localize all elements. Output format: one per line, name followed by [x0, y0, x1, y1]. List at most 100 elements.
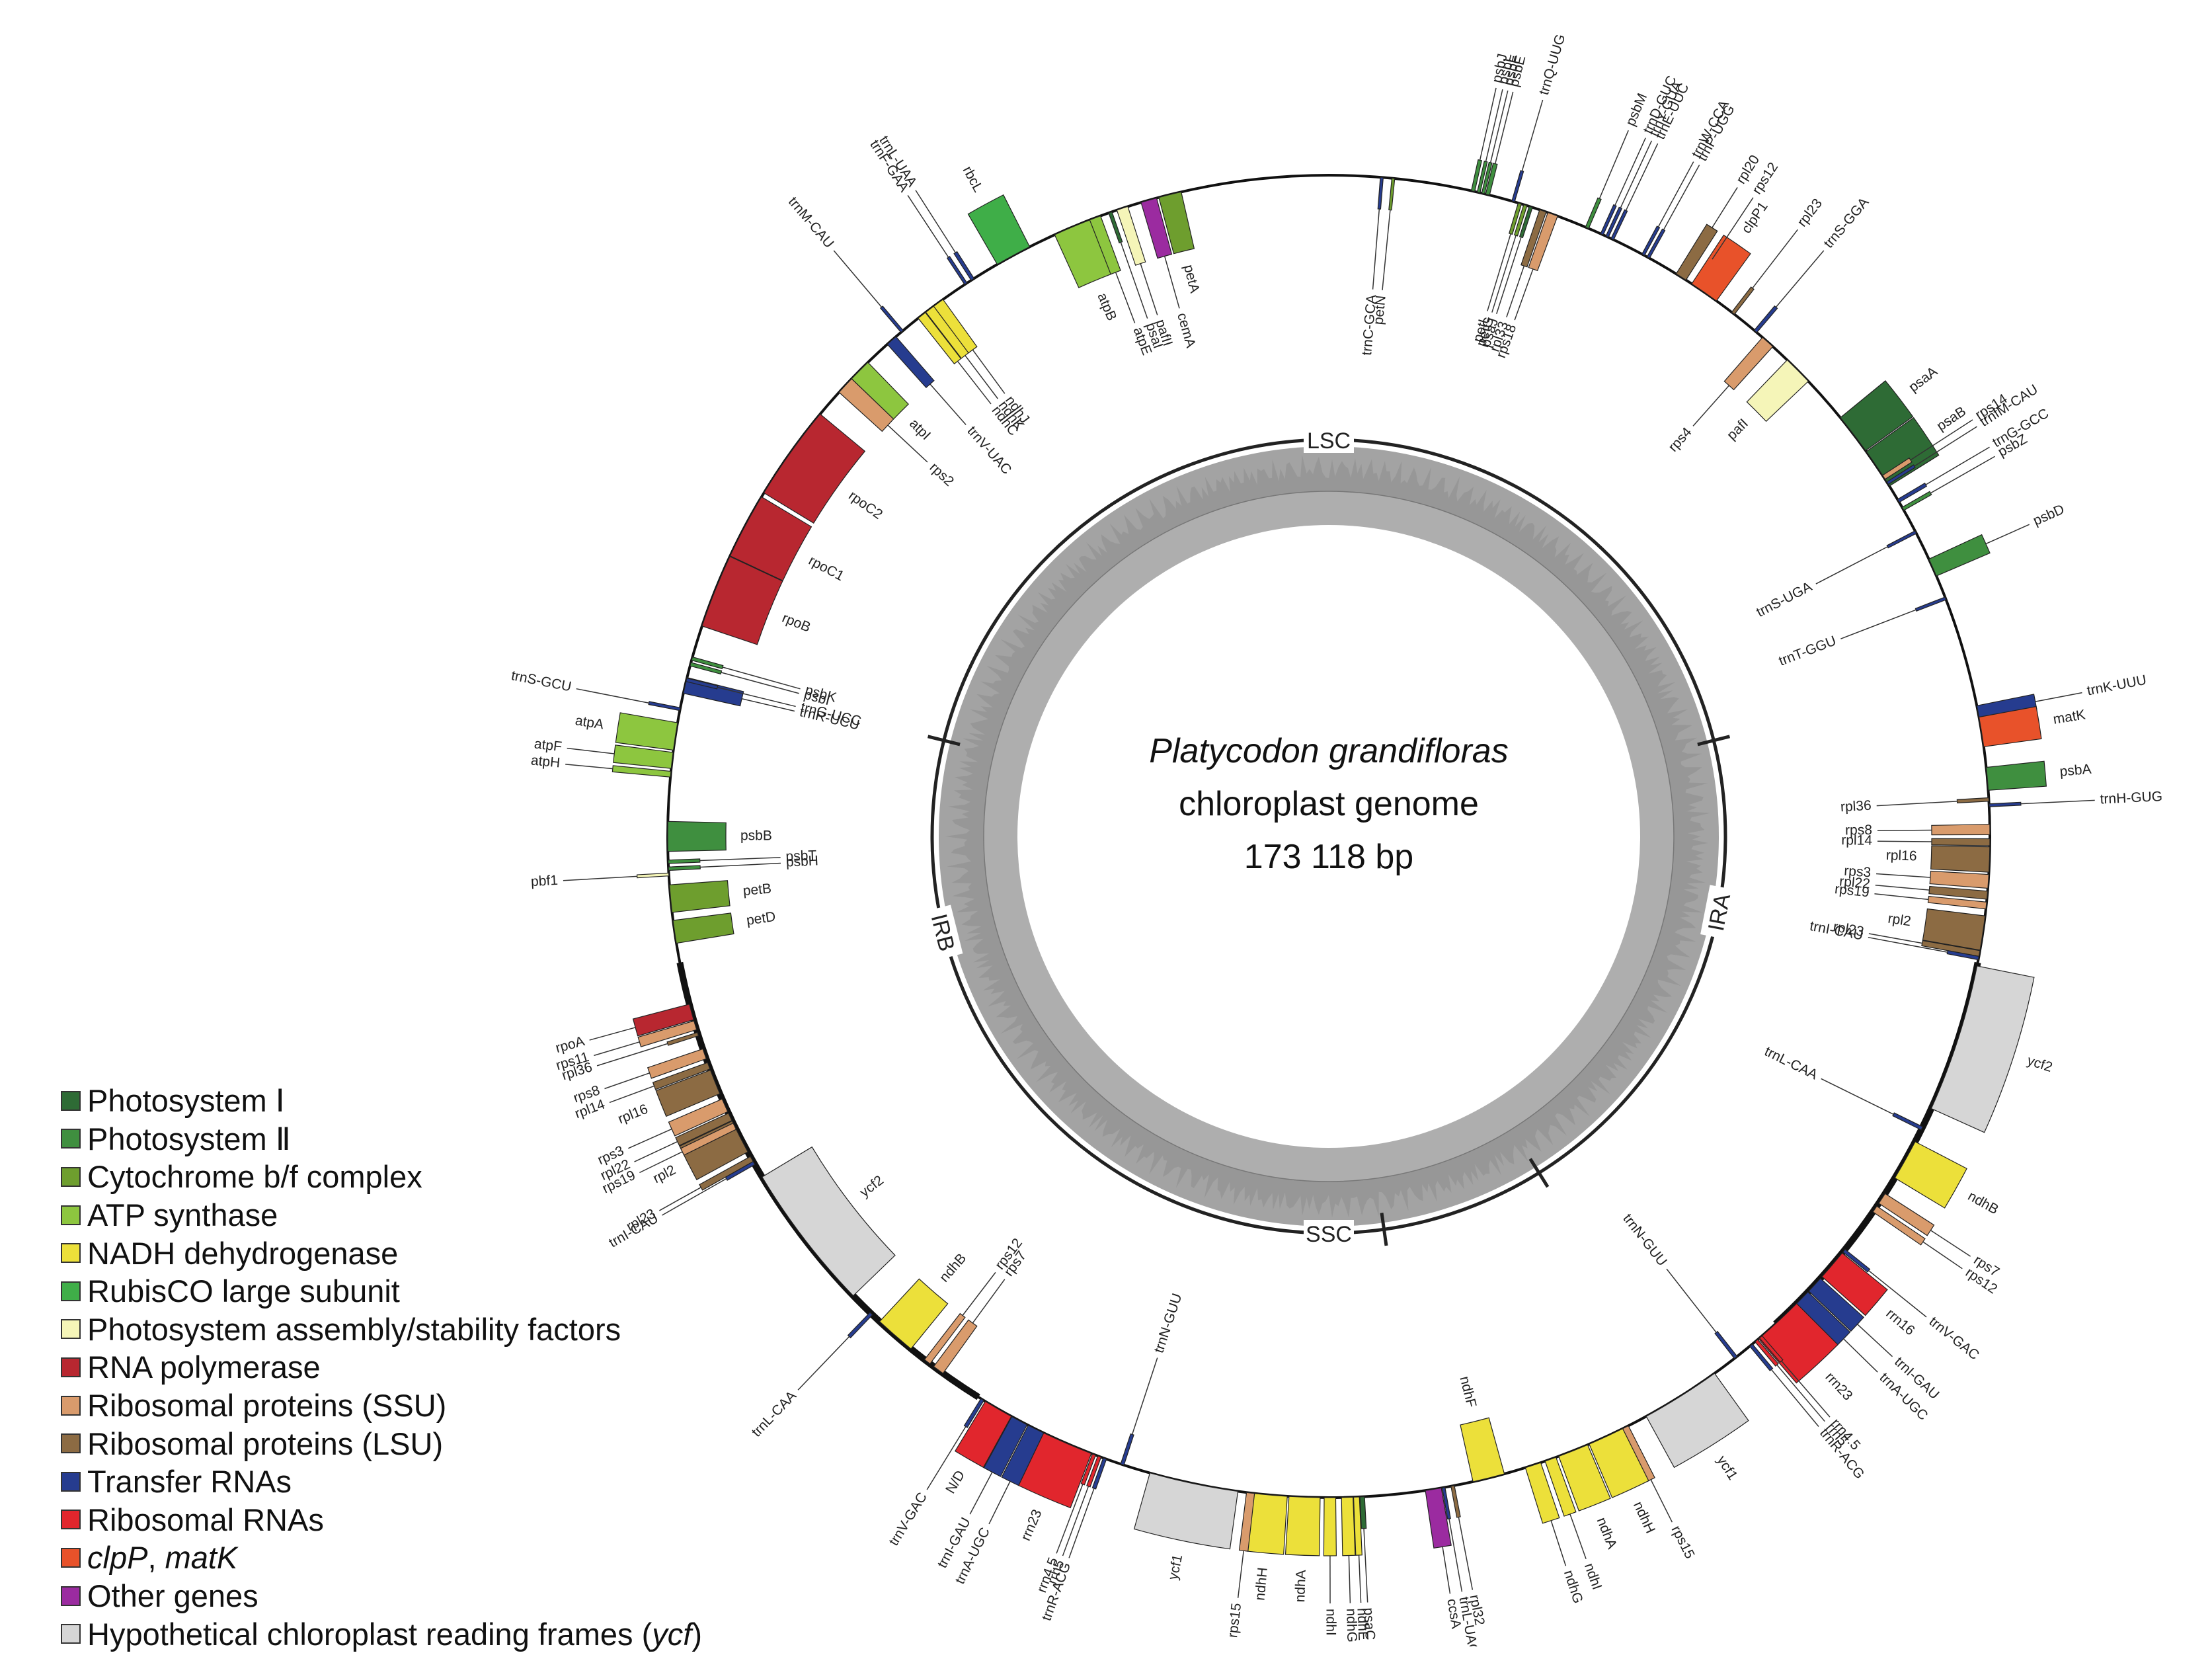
legend-swatch	[61, 1319, 81, 1339]
gene-leader-line	[972, 1279, 1004, 1323]
gene-block-petB	[670, 881, 730, 912]
gene-leader-line	[1712, 187, 1737, 227]
gene-label: rps2	[927, 460, 957, 489]
legend-swatch	[61, 1548, 81, 1568]
gene-leader-line	[1497, 237, 1521, 314]
gene-leader-line	[1364, 1529, 1368, 1603]
gene-label: ndhI	[1323, 1609, 1338, 1636]
gene-label: rrn23	[1018, 1508, 1045, 1543]
gene-block-ycf2	[1931, 966, 2034, 1133]
gene-block-psbB	[668, 821, 726, 851]
gene-label: trnK-UUU	[2086, 672, 2148, 699]
legend-item: Ribosomal proteins (LSU)	[61, 1424, 702, 1463]
gene-block-psbD	[1929, 535, 1990, 576]
legend-swatch	[61, 1396, 81, 1416]
gene-leader-line	[576, 689, 649, 704]
gene-leader-line	[1599, 130, 1628, 198]
gene-leader-line	[1373, 209, 1380, 290]
legend-label: Cytochrome b/f complex	[87, 1161, 422, 1192]
legend-swatch	[61, 1243, 81, 1263]
gene-leader-line	[916, 190, 955, 253]
gene-leader-line	[1877, 801, 1957, 806]
legend-swatch	[61, 1281, 81, 1301]
legend-item: Ribosomal proteins (SSU)	[61, 1387, 702, 1425]
legend-item: NADH dehydrogenase	[61, 1234, 702, 1272]
legend-item: clpP, matK	[61, 1539, 702, 1577]
gene-leader-line	[1458, 1517, 1472, 1590]
gene-label: petA	[1181, 263, 1203, 294]
region-label-lsc: LSC	[1304, 426, 1354, 454]
gene-leader-line	[1651, 1480, 1672, 1522]
legend-item: Transfer RNAs	[61, 1463, 702, 1501]
gene-label: psbA	[2059, 762, 2092, 780]
gene-label: atpB	[1094, 291, 1119, 323]
gene-label: trnS-UGA	[1754, 579, 1814, 620]
gene-label: psbT	[785, 848, 817, 864]
gene-label: psbD	[2031, 502, 2067, 529]
gene-label: matK	[2052, 707, 2086, 727]
gene-label: rpl23	[1794, 196, 1825, 229]
legend-swatch	[61, 1510, 81, 1529]
legend-label: clpP, matK	[87, 1542, 237, 1573]
legend-item: RNA polymerase	[61, 1348, 702, 1387]
gene-block-trnL-CAA	[848, 1312, 873, 1338]
gene-label: trnQ-UUG	[1536, 32, 1568, 97]
gene-label: trnL-CAA	[749, 1388, 799, 1439]
gene-label: psaA	[1906, 364, 1940, 395]
gene-label: trnN-GUU	[1620, 1211, 1670, 1270]
gene-block-ndhB	[880, 1279, 948, 1349]
gene-block-trnS-GCU	[649, 702, 680, 711]
gene-leader-line	[700, 864, 781, 867]
gene-label: rpl2	[1887, 911, 1912, 930]
legend-label: Hypothetical chloroplast reading frames …	[87, 1619, 702, 1650]
gene-label: atpF	[533, 737, 563, 755]
gene-label: trnL-CAA	[1762, 1044, 1820, 1083]
gene-leader-line	[1658, 162, 1693, 227]
gene-block-trnH-GUG	[1989, 802, 2021, 807]
legend-label: NADH dehydrogenase	[87, 1238, 398, 1269]
gene-label: petN	[1370, 295, 1388, 325]
gene-label: ndhA	[1594, 1515, 1620, 1551]
gene-leader-line	[1551, 1521, 1565, 1566]
gene-label: ndhB	[1965, 1188, 2001, 1217]
gene-leader-line	[1821, 1078, 1893, 1114]
legend-label: RubisCO large subunit	[87, 1275, 400, 1307]
legend-label: Photosystem Ⅰ	[87, 1085, 285, 1116]
gene-leader-line	[1876, 885, 1930, 890]
gene-block-trnS-UGA	[1887, 531, 1916, 548]
legend-item: Photosystem Ⅱ	[61, 1120, 702, 1158]
gene-label: ndhG	[1343, 1608, 1359, 1642]
gene-block-trnN-GUU	[1121, 1434, 1134, 1465]
gene-label: rps15	[1225, 1602, 1244, 1638]
legend-swatch	[61, 1357, 81, 1377]
gene-label: trnH-GUG	[2100, 789, 2162, 807]
gene-block-ndhA	[1286, 1496, 1320, 1556]
gene-leader-line	[723, 667, 801, 689]
genome-subtitle: chloroplast genome	[1031, 787, 1626, 840]
gene-label: petD	[746, 909, 777, 928]
legend-item: Photosystem assembly/stability factors	[61, 1310, 702, 1349]
legend-label: Ribosomal proteins (SSU)	[87, 1390, 446, 1421]
gene-leader-line	[1776, 251, 1823, 307]
gene-leader-line	[989, 1481, 1010, 1524]
gene-block-psbT	[668, 859, 700, 864]
gene-block-trnM-CAU	[881, 306, 903, 333]
gene-leader-line	[700, 858, 781, 861]
gene-leader-line	[565, 764, 613, 769]
gene-label: ndhI	[1581, 1561, 1604, 1592]
gene-label: rrn23	[1822, 1369, 1855, 1404]
legend-label: RNA polymerase	[87, 1351, 321, 1383]
gene-block-trnF-GAA	[947, 257, 967, 285]
gene-label: rps4	[1665, 424, 1695, 455]
gene-leader-line	[742, 699, 795, 711]
gene-label: rpoB	[780, 610, 813, 635]
gene-leader-line	[834, 251, 881, 307]
gene-block-trnS-GGA	[1754, 306, 1777, 333]
legend-item: ATP synthase	[61, 1196, 702, 1234]
gene-leader-line	[2035, 693, 2082, 702]
gene-leader-line	[1693, 385, 1729, 426]
gene-block-rpoC2	[764, 414, 865, 523]
gene-label: trnS-GCU	[510, 668, 573, 694]
gene-label: rpl16	[1885, 848, 1916, 864]
